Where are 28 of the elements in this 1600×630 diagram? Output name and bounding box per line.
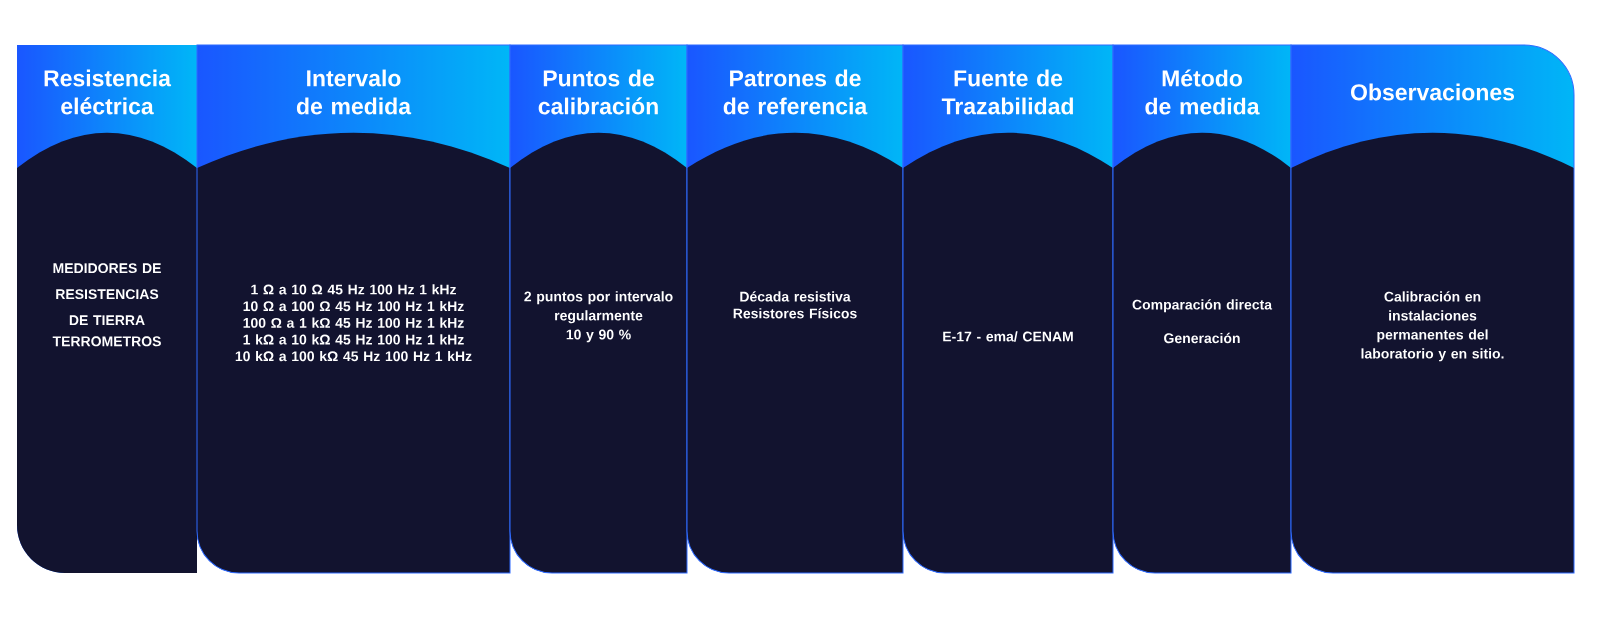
column-title: Método de medida bbox=[1145, 69, 1260, 115]
body-text: Comparación directa bbox=[1132, 299, 1273, 313]
body-text: TERROMETROS bbox=[52, 336, 161, 347]
body-text: 10 Ω a 100 Ω 45 Hz 100 Hz 1 kHz bbox=[243, 300, 464, 312]
body-text: MEDIDORES DE RESISTENCIAS DE TIERRA bbox=[53, 263, 161, 325]
body-text: 10 kΩ a 100 kΩ 45 Hz 100 Hz 1 kHz bbox=[235, 350, 472, 362]
column-title: Observaciones bbox=[1351, 83, 1515, 101]
column-card bbox=[196, 44, 511, 574]
body-text: Resistores Físicos bbox=[733, 308, 857, 319]
column-card bbox=[686, 44, 904, 574]
column-title: Intervalo de medida bbox=[296, 69, 412, 115]
column-card bbox=[1112, 44, 1292, 574]
body-text: E-17 - ema/ CENAM bbox=[943, 331, 1073, 342]
column-card bbox=[1290, 44, 1575, 574]
column-title: Patrones de de referencia bbox=[723, 69, 868, 115]
column-title: Resistencia eléctrica bbox=[44, 69, 172, 115]
body-text: 100 Ω a 1 kΩ 45 Hz 100 Hz 1 kHz bbox=[243, 317, 464, 328]
body-text: Calibración en instalaciones permanentes del laboratorio y en sitio. bbox=[1361, 291, 1504, 362]
column-card bbox=[509, 44, 688, 574]
body-text: Generación bbox=[1164, 332, 1240, 344]
body-text: 1 Ω a 10 Ω 45 Hz 100 Hz 1 kHz bbox=[251, 284, 456, 295]
body-text: 2 puntos por intervalo regularmente 10 y 90 % bbox=[524, 291, 673, 343]
column-card bbox=[902, 44, 1114, 574]
body-text: 1 kΩ a 10 kΩ 45 Hz 100 Hz 1 kHz bbox=[243, 334, 464, 345]
column-title: Fuente de Trazabilidad bbox=[941, 69, 1073, 115]
column-card bbox=[17, 69, 197, 573]
body-text: Década resistiva bbox=[740, 291, 851, 302]
column-title: Puntos de calibración bbox=[538, 69, 658, 115]
